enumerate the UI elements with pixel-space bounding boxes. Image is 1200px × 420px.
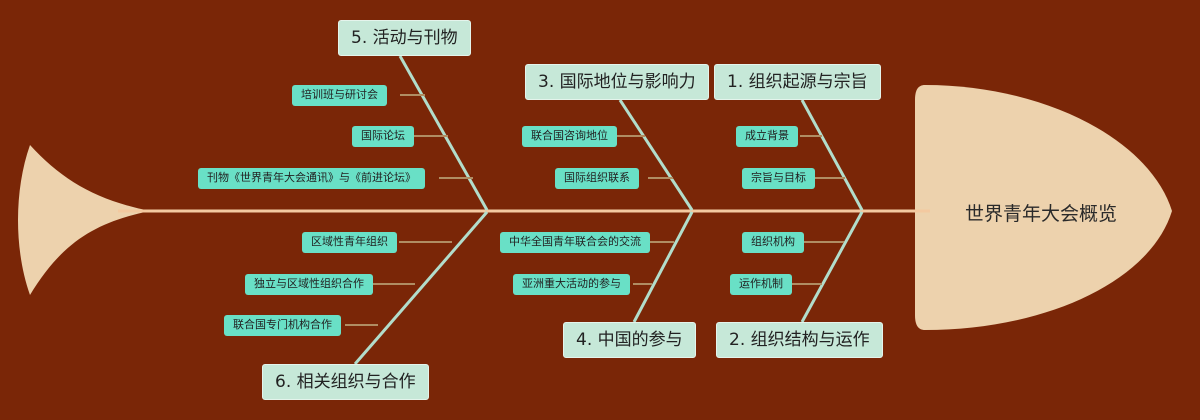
category-label: 2. 组织结构与运作 [729, 329, 870, 350]
sub-item-label: 中华全国青年联合会的交流 [509, 235, 641, 249]
sub-item-label: 区域性青年组织 [311, 235, 388, 249]
sub-item-cat5-2[interactable]: 国际论坛 [352, 126, 414, 147]
sub-item-cat2-1[interactable]: 组织机构 [742, 232, 804, 253]
category-label: 6. 相关组织与合作 [275, 371, 416, 392]
category-box-5[interactable]: 5. 活动与刊物 [338, 20, 471, 56]
sub-item-cat1-2[interactable]: 宗旨与目标 [742, 168, 815, 189]
sub-item-cat3-1[interactable]: 联合国咨询地位 [522, 126, 617, 147]
bone-cat4 [632, 211, 694, 323]
bone-cat2 [800, 211, 864, 323]
category-box-4[interactable]: 4. 中国的参与 [563, 322, 696, 358]
bone-cat3 [618, 99, 694, 211]
sub-item-cat4-2[interactable]: 亚洲重大活动的参与 [513, 274, 630, 295]
sub-item-label: 国际组织联系 [564, 171, 630, 185]
sub-item-label: 亚洲重大活动的参与 [522, 277, 621, 291]
sub-item-cat6-1[interactable]: 区域性青年组织 [302, 232, 397, 253]
sub-item-cat1-1[interactable]: 成立背景 [736, 126, 798, 147]
category-box-6[interactable]: 6. 相关组织与合作 [262, 364, 429, 400]
sub-item-label: 联合国咨询地位 [531, 129, 608, 143]
sub-item-cat4-1[interactable]: 中华全国青年联合会的交流 [500, 232, 650, 253]
sub-item-label: 独立与区域性组织合作 [254, 277, 364, 291]
sub-item-cat2-2[interactable]: 运作机制 [730, 274, 792, 295]
sub-item-cat3-2[interactable]: 国际组织联系 [555, 168, 639, 189]
category-label: 3. 国际地位与影响力 [538, 71, 696, 92]
category-label: 4. 中国的参与 [576, 329, 683, 350]
fish-head-label: 世界青年大会概览 [965, 203, 1118, 225]
sub-item-cat5-3[interactable]: 刊物《世界青年大会通讯》与《前进论坛》 [198, 168, 425, 189]
bone-cat6 [353, 211, 489, 365]
category-label: 1. 组织起源与宗旨 [727, 71, 868, 92]
sub-item-label: 培训班与研讨会 [301, 88, 378, 102]
category-box-2[interactable]: 2. 组织结构与运作 [716, 322, 883, 358]
sub-item-label: 组织机构 [751, 235, 795, 249]
category-box-1[interactable]: 1. 组织起源与宗旨 [714, 64, 881, 100]
bone-cat5 [398, 55, 489, 211]
sub-item-cat5-1[interactable]: 培训班与研讨会 [292, 85, 387, 106]
category-box-3[interactable]: 3. 国际地位与影响力 [525, 64, 709, 100]
fish-head [915, 85, 1172, 330]
bone-cat1 [800, 99, 864, 211]
sub-item-cat6-2[interactable]: 独立与区域性组织合作 [245, 274, 373, 295]
sub-item-label: 成立背景 [745, 129, 789, 143]
sub-item-label: 运作机制 [739, 277, 783, 291]
sub-item-label: 联合国专门机构合作 [233, 318, 332, 332]
fish-tail [18, 145, 150, 295]
category-label: 5. 活动与刊物 [351, 27, 458, 48]
sub-item-label: 宗旨与目标 [751, 171, 806, 185]
sub-item-label: 国际论坛 [361, 129, 405, 143]
sub-item-label: 刊物《世界青年大会通讯》与《前进论坛》 [207, 171, 416, 185]
sub-item-cat6-3[interactable]: 联合国专门机构合作 [224, 315, 341, 336]
